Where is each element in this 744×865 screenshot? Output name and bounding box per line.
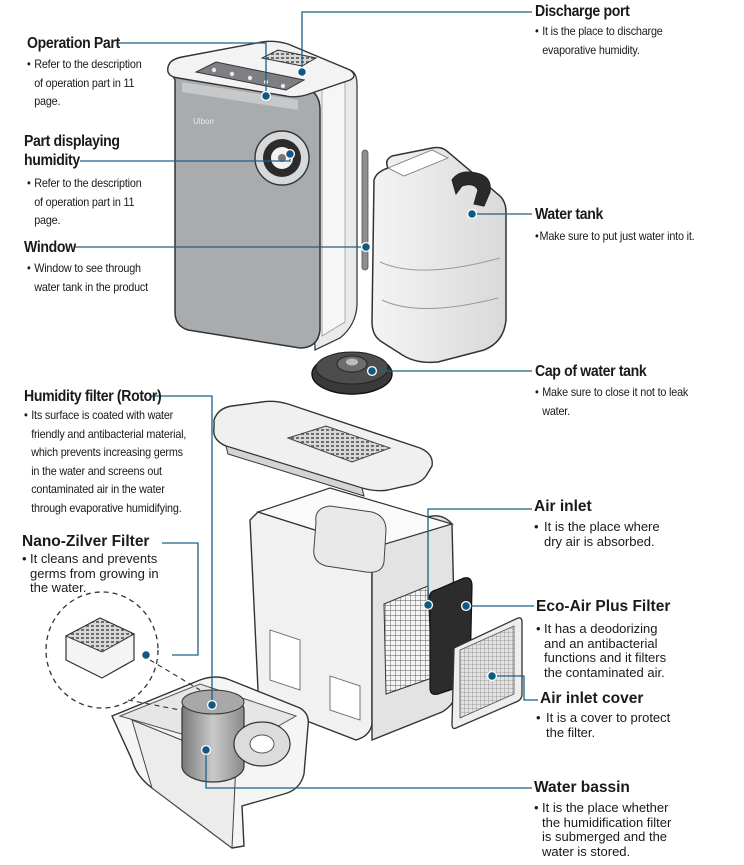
label-title: Humidity filter (Rotor) — [24, 388, 162, 405]
desc-text: It is the place where dry air is absorbe… — [544, 519, 660, 549]
label-title: Eco-Air Plus Filter — [536, 598, 671, 615]
humidifier-body: Ulbon — [167, 40, 369, 352]
label-humidity-filter: Humidity filter (Rotor) — [24, 387, 180, 406]
label-title-line2: humidity — [24, 152, 80, 169]
label-discharge-port: Discharge port — [535, 2, 642, 21]
label-eco-air: Eco-Air Plus Filter — [536, 598, 670, 616]
top-lid — [213, 400, 433, 497]
label-title: Water tank — [535, 206, 603, 223]
desc-discharge-port: •It is the place to discharge evaporativ… — [535, 22, 706, 59]
leader-lines — [75, 11, 538, 789]
bullet: • — [22, 551, 27, 566]
bullet: • — [535, 24, 539, 38]
label-title: Nano-Zilver Filter — [22, 533, 150, 550]
brand-logo: Ulbon — [193, 117, 214, 126]
bullet: • — [534, 519, 539, 534]
desc-text: It has a deodorizing and an antibacteria… — [544, 621, 667, 680]
desc-humidity-display: •Refer to the description of operation p… — [27, 174, 162, 230]
desc-text: It is a cover to protect the filter. — [546, 710, 671, 740]
label-water-bassin: Water bassin — [534, 779, 630, 797]
bullet: • — [24, 408, 28, 422]
air-inlet-cover-panel — [451, 617, 523, 730]
bullet: • — [535, 385, 539, 399]
label-water-tank: Water tank — [535, 205, 612, 224]
desc-eco-air: •It has a deodorizing and an antibacteri… — [536, 621, 736, 680]
label-air-inlet-cover: Air inlet cover — [540, 690, 643, 708]
bullet: • — [27, 261, 31, 275]
desc-text: Make sure to put just water into it. — [539, 229, 695, 243]
desc-air-inlet-cover: • It is a cover to protect the filter. — [536, 710, 736, 740]
desc-text: It is the place whether the humidificati… — [542, 800, 672, 859]
desc-water-bassin: •It is the place whether the humidificat… — [534, 800, 734, 859]
desc-text: It cleans and prevents germs from growin… — [30, 551, 159, 595]
desc-text: Its surface is coated with water friendl… — [31, 408, 187, 515]
label-title: Air inlet — [534, 498, 592, 515]
bullet: • — [536, 710, 541, 725]
desc-text: It is the place to discharge evaporative… — [542, 24, 663, 57]
label-title: Discharge port — [535, 3, 630, 20]
desc-cap-water-tank: •Make sure to close it not to leak water… — [535, 383, 715, 420]
bullet: • — [536, 621, 541, 636]
bullet: • — [27, 57, 31, 71]
desc-window: •Window to see through water tank in the… — [27, 259, 171, 296]
desc-air-inlet: • It is the place where dry air is absorb… — [534, 519, 734, 549]
desc-text: Make sure to close it not to leak water. — [542, 385, 689, 418]
desc-operation-part: •Refer to the description of operation p… — [27, 55, 162, 111]
bullet: • — [27, 176, 31, 190]
label-title: Water bassin — [534, 779, 630, 796]
desc-water-tank: •Make sure to put just water into it. — [535, 227, 715, 246]
label-operation-part: Operation Part — [27, 34, 133, 53]
water-tank — [371, 146, 507, 364]
nano-zilver-magnifier — [45, 591, 201, 711]
label-window: Window — [24, 238, 83, 257]
label-air-inlet: Air inlet — [534, 498, 592, 516]
label-title-line1: Part displaying — [24, 133, 120, 150]
label-title: Cap of water tank — [535, 363, 647, 380]
bullet: • — [534, 800, 539, 815]
desc-nano-zilver: •It cleans and prevents germs from growi… — [22, 551, 182, 596]
label-nano-zilver: Nano-Zilver Filter — [22, 533, 149, 551]
label-title: Window — [24, 239, 76, 256]
label-title: Air inlet cover — [540, 690, 644, 707]
label-title: Operation Part — [27, 35, 120, 52]
desc-humidity-filter: •Its surface is coated with water friend… — [24, 406, 213, 517]
desc-text: Window to see through water tank in the … — [34, 261, 148, 294]
tank-cap — [311, 351, 393, 395]
desc-text: Refer to the description of operation pa… — [34, 57, 142, 108]
desc-text: Refer to the description of operation pa… — [34, 176, 142, 227]
window-slot — [361, 149, 369, 271]
bullet: • — [535, 229, 539, 243]
label-humidity-display: Part displaying humidity — [24, 132, 133, 170]
label-cap-water-tank: Cap of water tank — [535, 362, 662, 381]
leader-markers — [140, 66, 498, 756]
